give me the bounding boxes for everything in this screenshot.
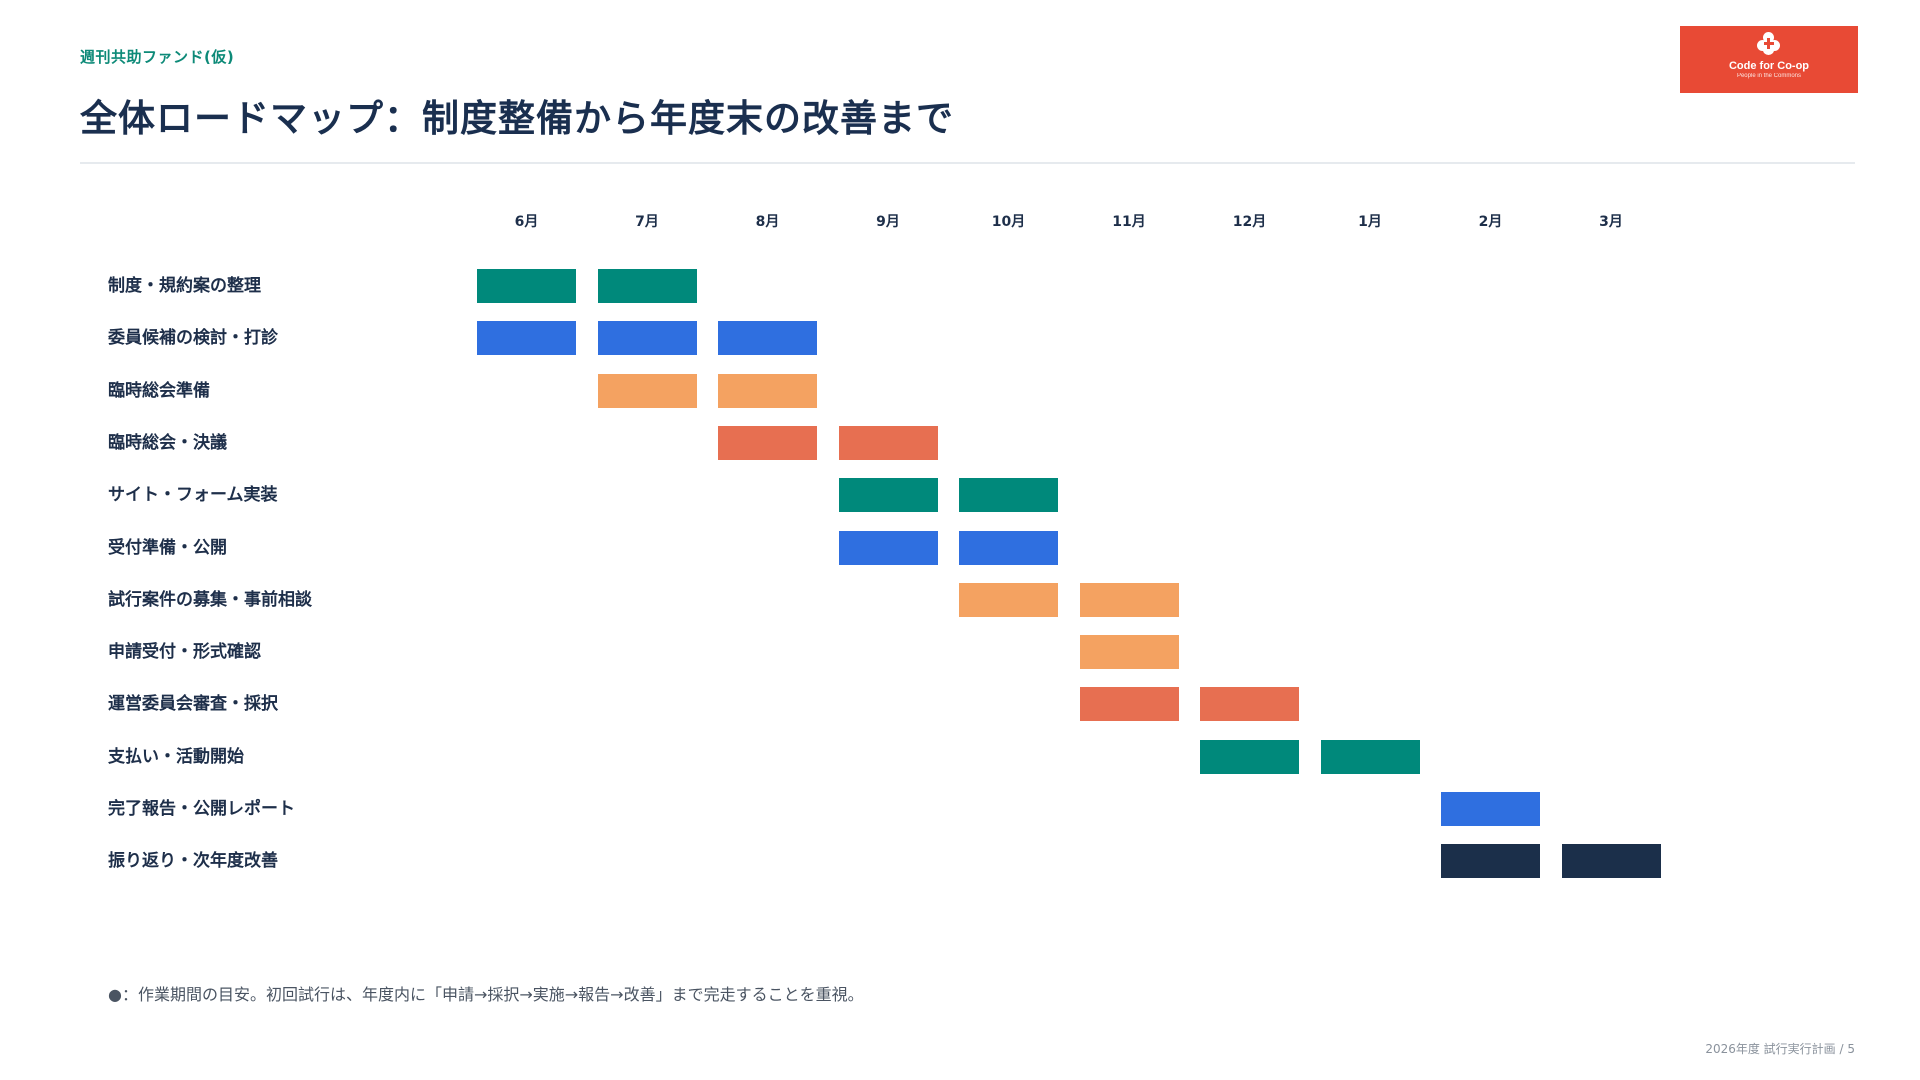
title-divider: [80, 162, 1855, 164]
task-bar: [1200, 739, 1299, 774]
task-label: サイト・フォーム実装: [108, 485, 278, 506]
month-label: 9月: [876, 214, 900, 230]
task-bar: [1079, 582, 1179, 617]
logo-subtext: People in the Commons: [1736, 73, 1802, 79]
logo-text: Code for Co-op: [1728, 60, 1810, 72]
task-label: 委員候補の検討・打診: [108, 328, 278, 349]
task-bar: [718, 373, 817, 408]
task-bar: [838, 530, 938, 565]
task-label: 申請受付・形式確認: [108, 642, 261, 663]
task-bar: [959, 478, 1058, 513]
task-label: 臨時総会・決議: [108, 432, 227, 453]
task-bar: [959, 530, 1058, 565]
task-bar: [1441, 844, 1540, 879]
task-bar: [1079, 635, 1179, 670]
logo: Code for Co-op People in the Commons: [1680, 26, 1858, 93]
page-footer: 2026年度 試行実行計画 / 5: [1705, 1042, 1855, 1056]
task-bar: [477, 321, 576, 356]
task-bar: [1320, 739, 1420, 774]
footnote: ●：作業期間の目安。初回試行は、年度内に「申請→採択→実施→報告→改善」まで完走…: [108, 985, 864, 1004]
task-label: 運営委員会審査・採択: [108, 694, 278, 715]
task-label: 試行案件の募集・事前相談: [108, 589, 312, 610]
month-label: 10月: [991, 214, 1026, 230]
month-label: 1月: [1358, 214, 1382, 230]
task-bar: [597, 373, 697, 408]
page-title: 全体ロードマップ：制度整備から年度末の改善まで: [80, 97, 954, 140]
task-bar: [1079, 687, 1179, 722]
task-label: 完了報告・公開レポート: [108, 799, 295, 819]
month-label: 8月: [755, 214, 780, 230]
task-bar: [838, 478, 938, 513]
month-label: 2月: [1478, 214, 1503, 230]
task-bar: [477, 269, 576, 303]
month-label: 7月: [635, 214, 659, 230]
task-bar: [597, 321, 697, 356]
month-label: 12月: [1232, 214, 1267, 230]
task-label: 支払い・活動開始: [108, 746, 244, 767]
brand-label: 週刊共助ファンド(仮): [80, 48, 235, 66]
task-bar: [718, 321, 817, 356]
task-label: 受付準備・公開: [108, 537, 227, 558]
task-label: 振り返り・次年度改善: [108, 851, 278, 872]
month-label: 3月: [1599, 214, 1623, 230]
task-bar: [1200, 687, 1299, 722]
month-label: 6月: [514, 214, 539, 230]
task-bar: [718, 425, 817, 460]
month-label: 11月: [1112, 214, 1146, 230]
task-bar: [1561, 844, 1661, 879]
task-bar: [1441, 792, 1540, 826]
task-bar: [959, 582, 1058, 617]
task-label: 制度・規約案の整理: [108, 276, 261, 296]
logo-mark-icon: [1757, 32, 1781, 56]
task-bar: [597, 269, 697, 303]
task-bar: [838, 425, 938, 460]
task-label: 臨時総会準備: [108, 380, 210, 401]
